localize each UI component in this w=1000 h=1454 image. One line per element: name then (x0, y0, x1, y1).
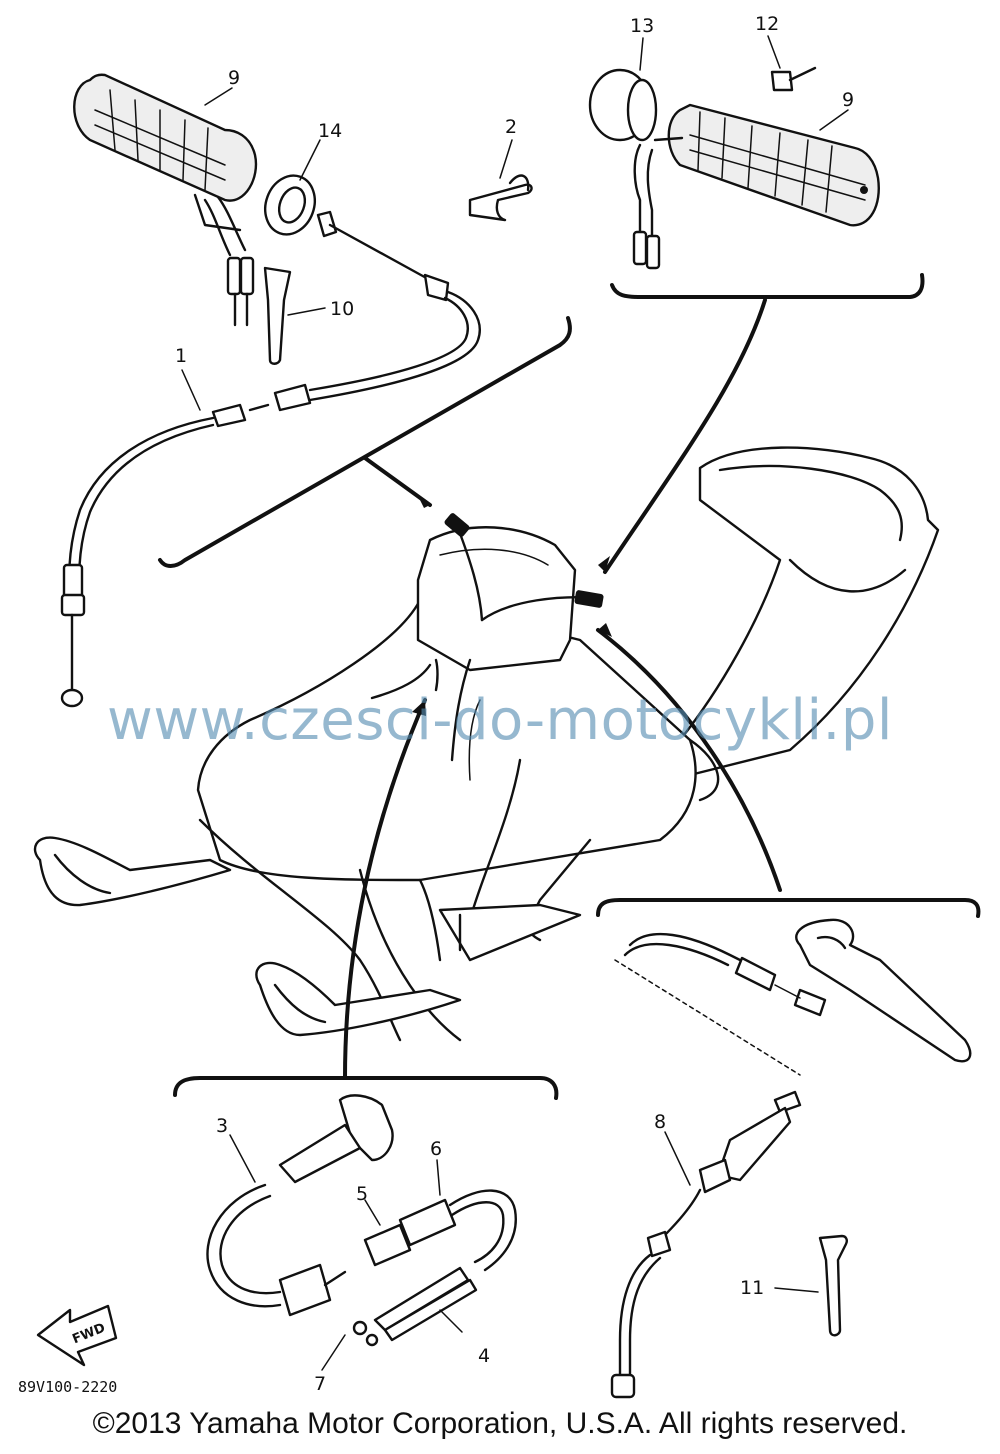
copyright-notice: ©2013 Yamaha Motor Corporation, U.S.A. A… (92, 1407, 908, 1440)
callout-7: 7 (314, 1373, 326, 1395)
detail-switch-harness (36, 698, 559, 1371)
callout-labels: 9 14 2 10 1 13 12 9 3 6 5 4 7 8 11 FWD 8… (18, 13, 854, 1396)
callout-9-left: 9 (228, 67, 240, 89)
detail-left-grip-throttle (60, 73, 572, 708)
detail-right-grip (588, 35, 925, 574)
callout-4: 4 (478, 1345, 490, 1367)
detail-brake-lever (596, 623, 981, 1399)
callout-14: 13 (630, 15, 654, 37)
callout-13: 11 (740, 1277, 764, 1299)
drawing-code: 89V100-2220 (18, 1378, 117, 1396)
callout-8: 8 (654, 1111, 666, 1133)
callout-12: 12 (755, 13, 779, 35)
watermark-text: www.czesci-do-motocykli.pl (107, 688, 893, 753)
callout-9-right: 9 (842, 89, 854, 111)
callout-1: 1 (175, 345, 187, 367)
callout-10: 10 (330, 298, 354, 320)
snowmobile-body (33, 446, 940, 1042)
callout-2: 2 (505, 116, 517, 138)
callout-11: 14 (318, 120, 342, 142)
callout-5: 5 (356, 1183, 368, 1205)
callout-3: 3 (216, 1115, 228, 1137)
callout-6: 6 (430, 1138, 442, 1160)
